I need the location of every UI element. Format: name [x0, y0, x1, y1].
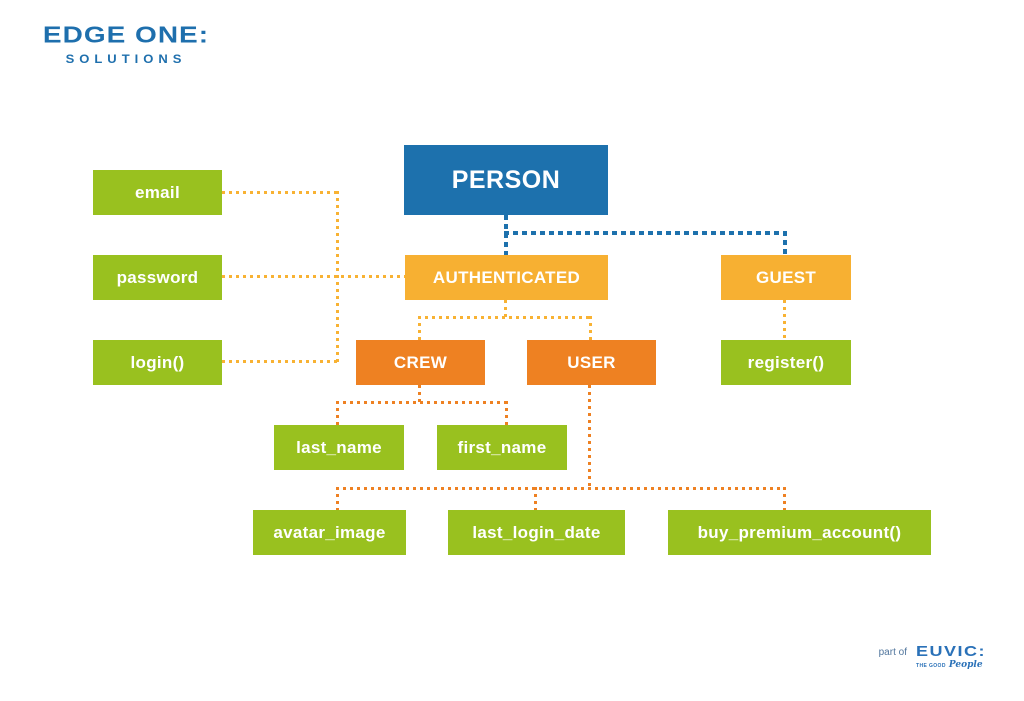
euvic-tagline-caps: THE GOOD: [915, 663, 946, 669]
edge-login-authenticated: [222, 360, 339, 363]
euvic-logo-text: EUVIC:: [915, 643, 986, 660]
edge-crew-split: [336, 401, 508, 404]
edge-one-logo-subtext: SOLUTIONS: [65, 52, 187, 66]
edge-user-stem: [588, 385, 591, 490]
node-login: login(): [93, 340, 222, 385]
euvic-tagline: THE GOOD People: [916, 660, 983, 670]
edge-authenticated-crew: [418, 316, 421, 340]
edge-user-avatar-image: [336, 487, 339, 510]
node-last-name: last_name: [274, 425, 404, 470]
edge-attributes-collector: [336, 191, 339, 363]
edge-one-logo: EDGE ONE: SOLUTIONS: [40, 22, 212, 67]
node-last-login-date: last_login_date: [448, 510, 625, 555]
edge-authenticated-split: [418, 316, 592, 319]
edge-authenticated-stem: [504, 300, 507, 319]
edge-guest-register: [783, 300, 786, 340]
edge-user-buy-premium-account: [783, 487, 786, 510]
edge-crew-stem: [418, 385, 421, 404]
node-person: PERSON: [404, 145, 608, 215]
edge-crew-first-name: [505, 401, 508, 425]
edge-person-authenticated: [504, 215, 508, 257]
edge-user-last-login-date: [534, 487, 537, 510]
node-buy-premium-account: buy_premium_account(): [668, 510, 931, 555]
part-of-label: part of: [878, 647, 907, 658]
edge-user-split: [336, 487, 786, 490]
euvic-tagline-script: People: [948, 660, 983, 670]
node-first-name: first_name: [437, 425, 567, 470]
node-register: register(): [721, 340, 851, 385]
edge-one-logo-text: EDGE ONE:: [42, 22, 210, 48]
node-authenticated: AUTHENTICATED: [405, 255, 608, 300]
node-avatar-image: avatar_image: [253, 510, 406, 555]
footer-branding: part of EUVIC: THE GOOD People: [879, 641, 986, 670]
node-crew: CREW: [356, 340, 485, 385]
edge-authenticated-user: [589, 316, 592, 340]
node-user: USER: [527, 340, 656, 385]
node-email: email: [93, 170, 222, 215]
edge-person-guest: [504, 231, 787, 235]
edge-crew-last-name: [336, 401, 339, 425]
edge-password-authenticated: [222, 275, 405, 278]
node-password: password: [93, 255, 222, 300]
edge-person-guest-drop: [783, 231, 787, 257]
node-guest: GUEST: [721, 255, 851, 300]
edge-email-authenticated: [222, 191, 339, 194]
euvic-logo: EUVIC: THE GOOD People: [916, 641, 986, 670]
